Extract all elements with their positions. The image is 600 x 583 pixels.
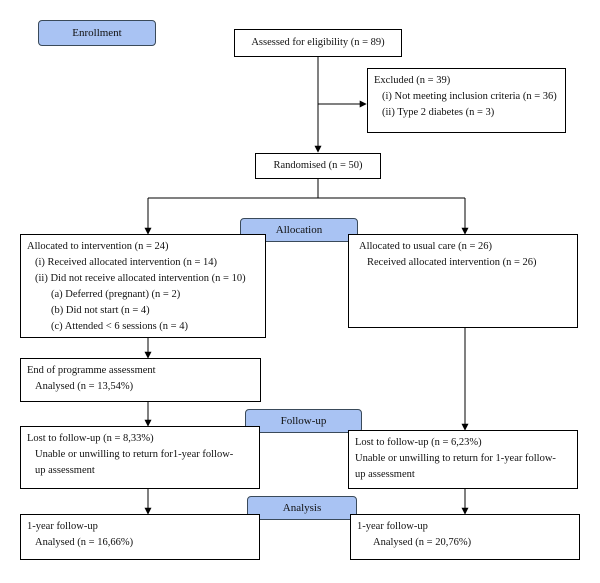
analysis-right-box: 1-year follow-up Analysed (n = 20,76%) [350, 514, 580, 560]
usual-care-item: Received allocated intervention (n = 26) [367, 257, 537, 268]
lost-left-box: Lost to follow-up (n = 8,33%) Unable or … [20, 426, 260, 489]
intervention-box: Allocated to intervention (n = 24) (i) R… [20, 234, 266, 338]
usual-care-box: Allocated to usual care (n = 26) Receive… [348, 234, 578, 328]
excluded-title: Excluded (n = 39) [374, 75, 451, 86]
excluded-item: (i) Not meeting inclusion criteria (n = … [382, 91, 557, 102]
excluded-box: Excluded (n = 39) (i) Not meeting inclus… [367, 68, 566, 133]
analysis-right-title: 1-year follow-up [357, 521, 428, 532]
analysis-right-item: Analysed (n = 20,76%) [373, 537, 472, 548]
lost-left-title: Lost to follow-up (n = 8,33%) [27, 433, 154, 444]
randomised-box: Randomised (n = 50) [255, 153, 381, 179]
analysis-left-title: 1-year follow-up [27, 521, 98, 532]
intervention-item: (i) Received allocated intervention (n =… [35, 257, 218, 268]
lost-right-box: Lost to follow-up (n = 6,23%) Unable or … [348, 430, 578, 489]
randomised-text: Randomised (n = 50) [273, 160, 363, 171]
stage-label-followup: Follow-up [245, 409, 362, 433]
lost-right-item: Unable or unwilling to return for 1-year… [355, 453, 556, 480]
intervention-subitem: (b) Did not start (n = 4) [51, 305, 150, 316]
lost-left-item: Unable or unwilling to return for1-year … [35, 449, 234, 476]
lost-right-title: Lost to follow-up (n = 6,23%) [355, 437, 482, 448]
intervention-subitem: (c) Attended < 6 sessions (n = 4) [51, 321, 188, 332]
intervention-subitem: (a) Deferred (pregnant) (n = 2) [51, 289, 181, 300]
end-programme-box: End of programme assessment Analysed (n … [20, 358, 261, 402]
stage-label-enrollment: Enrollment [38, 20, 156, 46]
eligibility-text: Assessed for eligibility (n = 89) [251, 37, 385, 48]
analysis-left-item: Analysed (n = 16,66%) [35, 537, 134, 548]
intervention-title: Allocated to intervention (n = 24) [27, 241, 169, 252]
intervention-item: (ii) Did not receive allocated intervent… [35, 273, 246, 284]
end-programme-item: Analysed (n = 13,54%) [35, 381, 134, 392]
excluded-item: (ii) Type 2 diabetes (n = 3) [382, 107, 495, 118]
stage-label-analysis: Analysis [247, 496, 357, 520]
end-programme-title: End of programme assessment [27, 365, 156, 376]
usual-care-title: Allocated to usual care (n = 26) [359, 241, 493, 252]
analysis-left-box: 1-year follow-up Analysed (n = 16,66%) [20, 514, 260, 560]
eligibility-box: Assessed for eligibility (n = 89) [234, 29, 402, 57]
